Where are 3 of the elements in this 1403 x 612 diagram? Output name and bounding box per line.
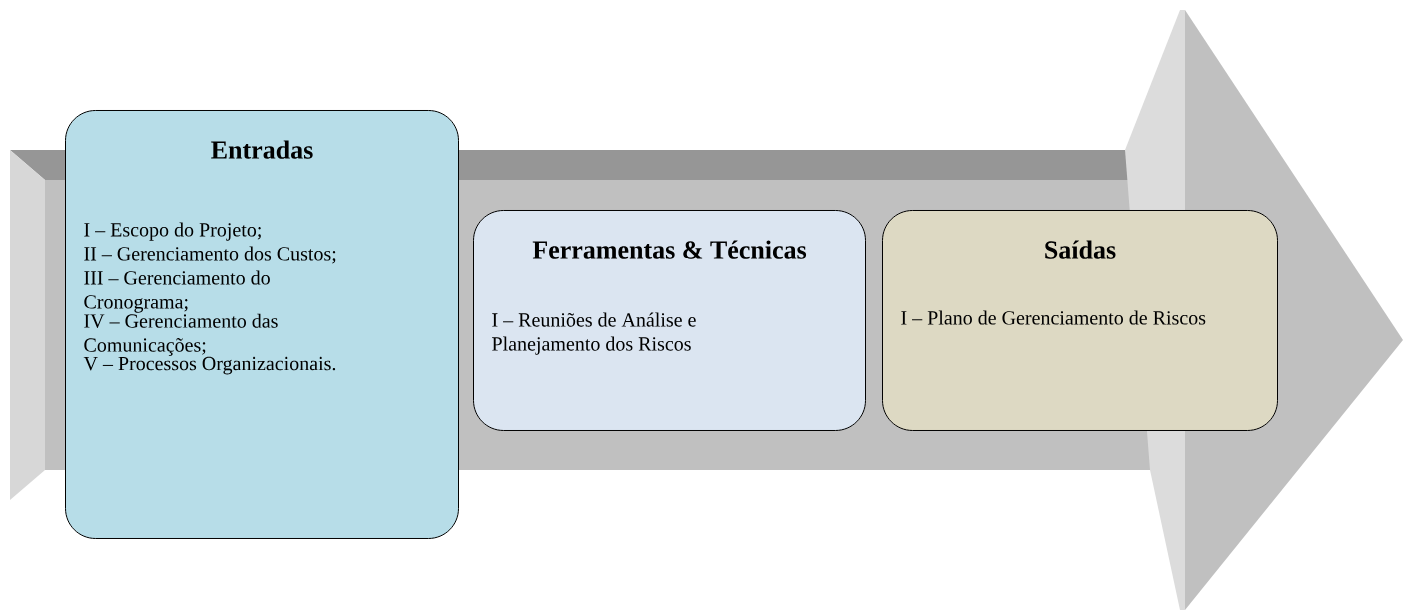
process-box: Ferramentas & Técnicas I – Reuniões de Análise e Planejamento dos Riscos [473, 210, 866, 431]
process-box: Saídas I – Plano de Gerenciamento de Riscos [882, 210, 1278, 431]
process-box: Entradas I – Escopo do Projeto; II – Gerenciamento dos Custos; III – Gerenciamento do Cronograma; IV – Gerenciamento das Comunicações; V – Processos Organizacionais. [65, 110, 459, 539]
